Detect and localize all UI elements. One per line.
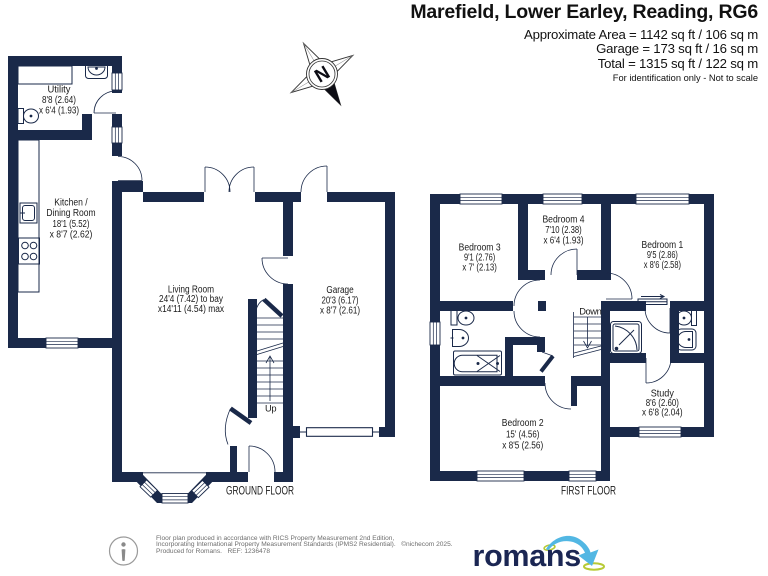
svg-text:x14'11 (4.54) max: x14'11 (4.54) max: [158, 304, 224, 315]
svg-text:18'1 (5.52): 18'1 (5.52): [53, 219, 90, 230]
kitchen-fixtures: [17, 139, 40, 293]
ground-floor-ajar-doors: [229, 297, 284, 425]
bathtub: [453, 350, 502, 376]
utility-fixtures: [17, 62, 108, 124]
first-floor-ajar-doors: [539, 354, 555, 373]
svg-text:x 8'7 (2.62): x 8'7 (2.62): [50, 230, 93, 241]
bathroom-basin: [450, 329, 469, 347]
room-label-utility: Utility: [48, 85, 71, 96]
first-floor-labels: Bedroom 3 9'1 (2.76) x 7' (2.13) Bedroom…: [459, 215, 684, 498]
ensuite-basin: [676, 328, 697, 351]
room-label-living: Living Room: [168, 284, 214, 295]
svg-text:x 6'4 (1.93): x 6'4 (1.93): [39, 106, 79, 117]
room-label-bedroom3: Bedroom 3: [459, 243, 501, 254]
ground-floor-windows: [45, 72, 380, 437]
room-label-garage: Garage: [326, 285, 354, 296]
garage-area: Garage = 173 sq ft / 16 sq m: [596, 41, 758, 56]
romans-logo-swoosh: [543, 535, 605, 571]
compass-rose: N: [289, 41, 355, 107]
svg-text:9'1 (2.76): 9'1 (2.76): [464, 253, 495, 264]
first-floor-stairs: [573, 312, 602, 358]
kitchen-sink: [19, 202, 38, 224]
ground-floor-plan: Utility 8'8 (2.64) x 6'4 (1.93) Kitchen …: [8, 56, 395, 504]
stairs-up-label: Up: [265, 404, 276, 414]
utility-counter: [17, 65, 73, 85]
room-label-bedroom2: Bedroom 2: [502, 418, 544, 429]
ground-floor-stairs: [256, 317, 284, 404]
rics-info-icon: [108, 536, 139, 566]
kitchen-hob: [18, 237, 40, 265]
disclaimer-line1: Floor plan produced in accordance with R…: [156, 534, 395, 542]
utility-basin: [85, 62, 108, 79]
svg-text:x 6'4 (1.93): x 6'4 (1.93): [544, 235, 584, 246]
svg-text:9'5 (2.86): 9'5 (2.86): [647, 250, 678, 261]
ground-floor-labels: Utility 8'8 (2.64) x 6'4 (1.93) Kitchen …: [39, 85, 360, 498]
approximate-area: Approximate Area = 1142 sq ft / 106 sq m: [523, 26, 758, 42]
ground-floor-doors: [93, 90, 328, 473]
ground-floor-title: GROUND FLOOR: [226, 486, 294, 498]
romans-logo-text: romans: [472, 538, 582, 573]
room-label-study: Study: [651, 388, 674, 399]
svg-text:8'6 (2.60): 8'6 (2.60): [646, 398, 679, 409]
svg-text:x 8'5 (2.56): x 8'5 (2.56): [502, 440, 543, 451]
ensuite-toilet: [676, 310, 697, 326]
room-label-bedroom1: Bedroom 1: [642, 240, 684, 251]
bathroom-fixtures: [450, 310, 502, 376]
first-floor-windows: [429, 193, 690, 482]
wardrobe-symbol: [637, 294, 668, 305]
svg-text:7'10 (2.38): 7'10 (2.38): [545, 225, 581, 236]
garage-door: [299, 427, 380, 437]
svg-text:x 7' (2.13): x 7' (2.13): [462, 263, 496, 274]
stairs-down-label: Down: [579, 307, 601, 317]
scale-note: For identification only - Not to scale: [612, 73, 758, 83]
disclaimer: Floor plan produced in accordance with R…: [156, 534, 453, 557]
svg-text:x 8'7 (2.61): x 8'7 (2.61): [320, 305, 360, 316]
svg-text:x 8'6 (2.58): x 8'6 (2.58): [644, 260, 681, 271]
svg-text:x 6'8 (2.04): x 6'8 (2.04): [642, 407, 683, 418]
first-floor-plan: Bedroom 3 9'1 (2.76) x 7' (2.13) Bedroom…: [429, 193, 714, 498]
ground-floor-walls: [8, 56, 395, 482]
room-label-bedroom4: Bedroom 4: [542, 215, 584, 226]
svg-text:24'4 (7.42) to bay: 24'4 (7.42) to bay: [159, 294, 223, 305]
utility-toilet: [17, 108, 39, 124]
ensuite-fixtures: [610, 294, 697, 354]
total-area: Total = 1315 sq ft / 122 sq m: [597, 55, 758, 71]
svg-text:15' (4.56): 15' (4.56): [506, 429, 539, 440]
area-summary: Approximate Area = 1142 sq ft / 106 sq m…: [523, 26, 758, 72]
disclaimer-line2: Incorporating International Property Mea…: [156, 541, 453, 549]
svg-text:20'3 (6.17): 20'3 (6.17): [322, 295, 359, 306]
svg-text:8'8 (2.64): 8'8 (2.64): [42, 95, 76, 106]
disclaimer-line3: Produced for Romans. REF: 1236478: [156, 548, 270, 556]
property-title: Marefield, Lower Earley, Reading, RG6: [410, 1, 758, 23]
shower: [610, 321, 642, 354]
svg-text:Dining Room: Dining Room: [46, 208, 95, 219]
room-label-kitchen: Kitchen /: [54, 198, 88, 209]
bay-window: [135, 472, 214, 504]
first-floor-doors: [513, 248, 672, 410]
first-floor-title: FIRST FLOOR: [561, 486, 616, 498]
bathroom-toilet: [450, 310, 475, 326]
